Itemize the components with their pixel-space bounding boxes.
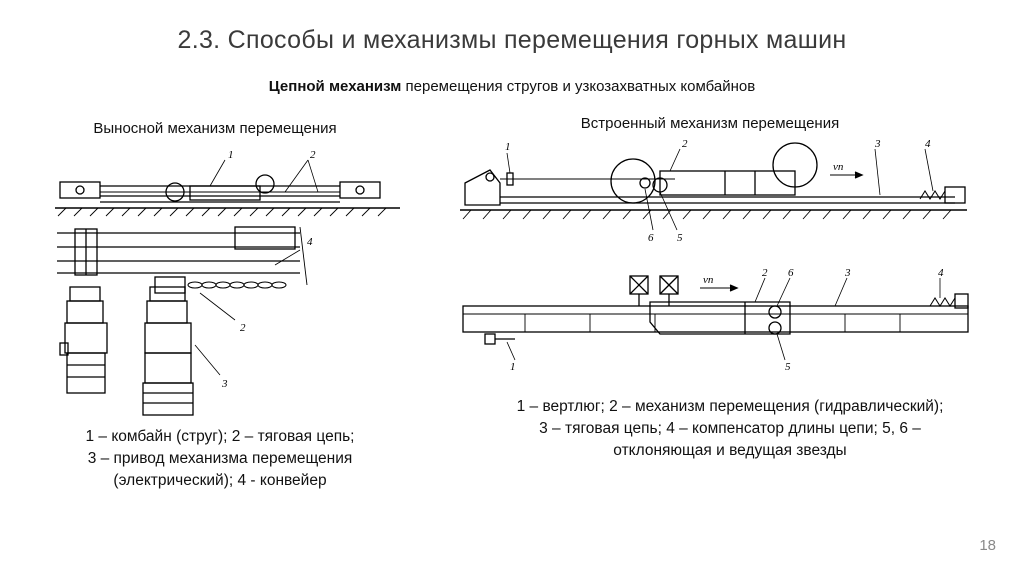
left-top-diagram: 1 2: [55, 149, 400, 217]
label-right-top-5: 5: [677, 232, 683, 244]
right-legend: 1 – вертлюг; 2 – механизм перемещения (г…: [440, 396, 1020, 462]
left-legend-line-1: 1 – комбайн (струг); 2 – тяговая цепь;: [85, 428, 355, 445]
left-legend: 1 – комбайн (струг); 2 – тяговая цепь; 3…: [20, 426, 420, 492]
subtitle-rest: перемещения стругов и узкозахватных комб…: [401, 78, 756, 95]
label-right-bottom-6: 6: [788, 267, 794, 279]
label-right-bottom-2: 2: [762, 267, 768, 279]
label-left-bottom-2: 2: [240, 322, 246, 334]
left-legend-line-3: (электрический); 4 - конвейер: [113, 472, 327, 489]
subtitle-bold: Цепной механизм: [268, 78, 402, 95]
right-legend-line-2: 3 – тяговая цепь; 4 – компенсатор длины …: [539, 420, 921, 437]
label-right-bottom-5: 5: [785, 361, 791, 372]
slide-title: 2.3. Способы и механизмы перемещения гор…: [177, 26, 847, 54]
right-bottom-diagram: 2 6 3 4 1 5 vп: [462, 267, 969, 372]
right-legend-line-1: 1 – вертлюг; 2 – механизм перемещения (г…: [516, 398, 944, 415]
page-number: 18: [979, 537, 996, 554]
left-legend-line-2: 3 – привод механизма перемещения: [87, 450, 353, 467]
label-left-bottom-4: 4: [307, 236, 313, 248]
label-right-bottom-1: 1: [510, 361, 516, 372]
subtitle: Цепной механизм перемещения стругов и уз…: [0, 78, 1024, 95]
right-legend-line-3: отклоняющая и ведущая звезды: [613, 442, 847, 459]
label-left-top-2: 2: [310, 149, 316, 161]
left-bottom-diagram: 4 2 3: [57, 226, 313, 416]
label-right-bottom-4: 4: [938, 267, 944, 279]
label-left-top-1: 1: [228, 149, 234, 161]
right-figure-caption: Встроенный механизм перемещения: [580, 115, 840, 132]
left-figure-caption: Выносной механизм перемещения: [93, 120, 337, 137]
right-top-diagram: 1 2 3 4 6 5 vп: [460, 138, 967, 244]
label-right-top-1: 1: [505, 141, 511, 153]
label-right-top-2: 2: [682, 138, 688, 150]
label-right-bottom-vp: vп: [703, 274, 714, 286]
label-left-bottom-3: 3: [221, 378, 228, 390]
label-right-bottom-3: 3: [844, 267, 851, 279]
label-right-top-3: 3: [874, 138, 881, 150]
label-right-top-vp: vп: [833, 161, 844, 173]
label-right-top-6: 6: [648, 232, 654, 244]
label-right-top-4: 4: [925, 138, 931, 150]
